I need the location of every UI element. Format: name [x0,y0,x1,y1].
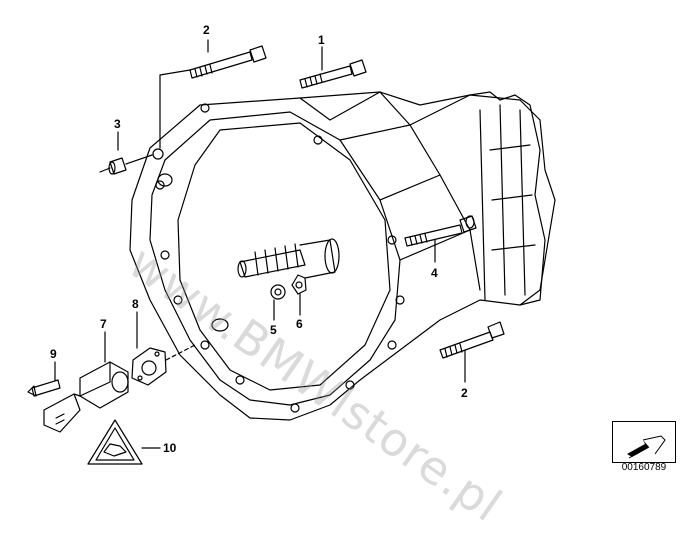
bell-housing-outline [129,91,556,421]
bolt-2-lower [439,321,505,359]
bolt-2-top [189,45,267,79]
callout-8: 8 [132,297,139,311]
callout-10: 10 [163,441,177,455]
diagram-part-code: 00160789 [621,462,667,473]
bolt-9 [27,379,61,397]
callout-5: 5 [270,323,277,337]
callout-9: 9 [50,347,57,361]
callout-3: 3 [114,117,121,131]
callout-1: 1 [318,33,325,47]
sensor-7 [43,361,129,433]
bolt-1 [299,59,367,89]
next-diagram-arrow-icon [627,435,666,459]
seal-8 [131,347,167,386]
dowel-sleeve-3 [99,154,153,175]
warning-sign-10 [87,419,161,465]
clip-6 [291,274,307,295]
parts-diagram [27,39,556,465]
input-shaft [239,249,306,278]
bolt-4 [404,215,477,247]
next-diagram-button[interactable] [612,421,676,463]
nut-5 [270,284,286,300]
callout-2-top: 2 [203,23,210,37]
callout-2-lower: 2 [461,386,468,400]
transmission-drawing [27,39,556,465]
callout-4: 4 [431,266,438,280]
callout-6: 6 [296,317,303,331]
callout-7: 7 [100,317,107,331]
